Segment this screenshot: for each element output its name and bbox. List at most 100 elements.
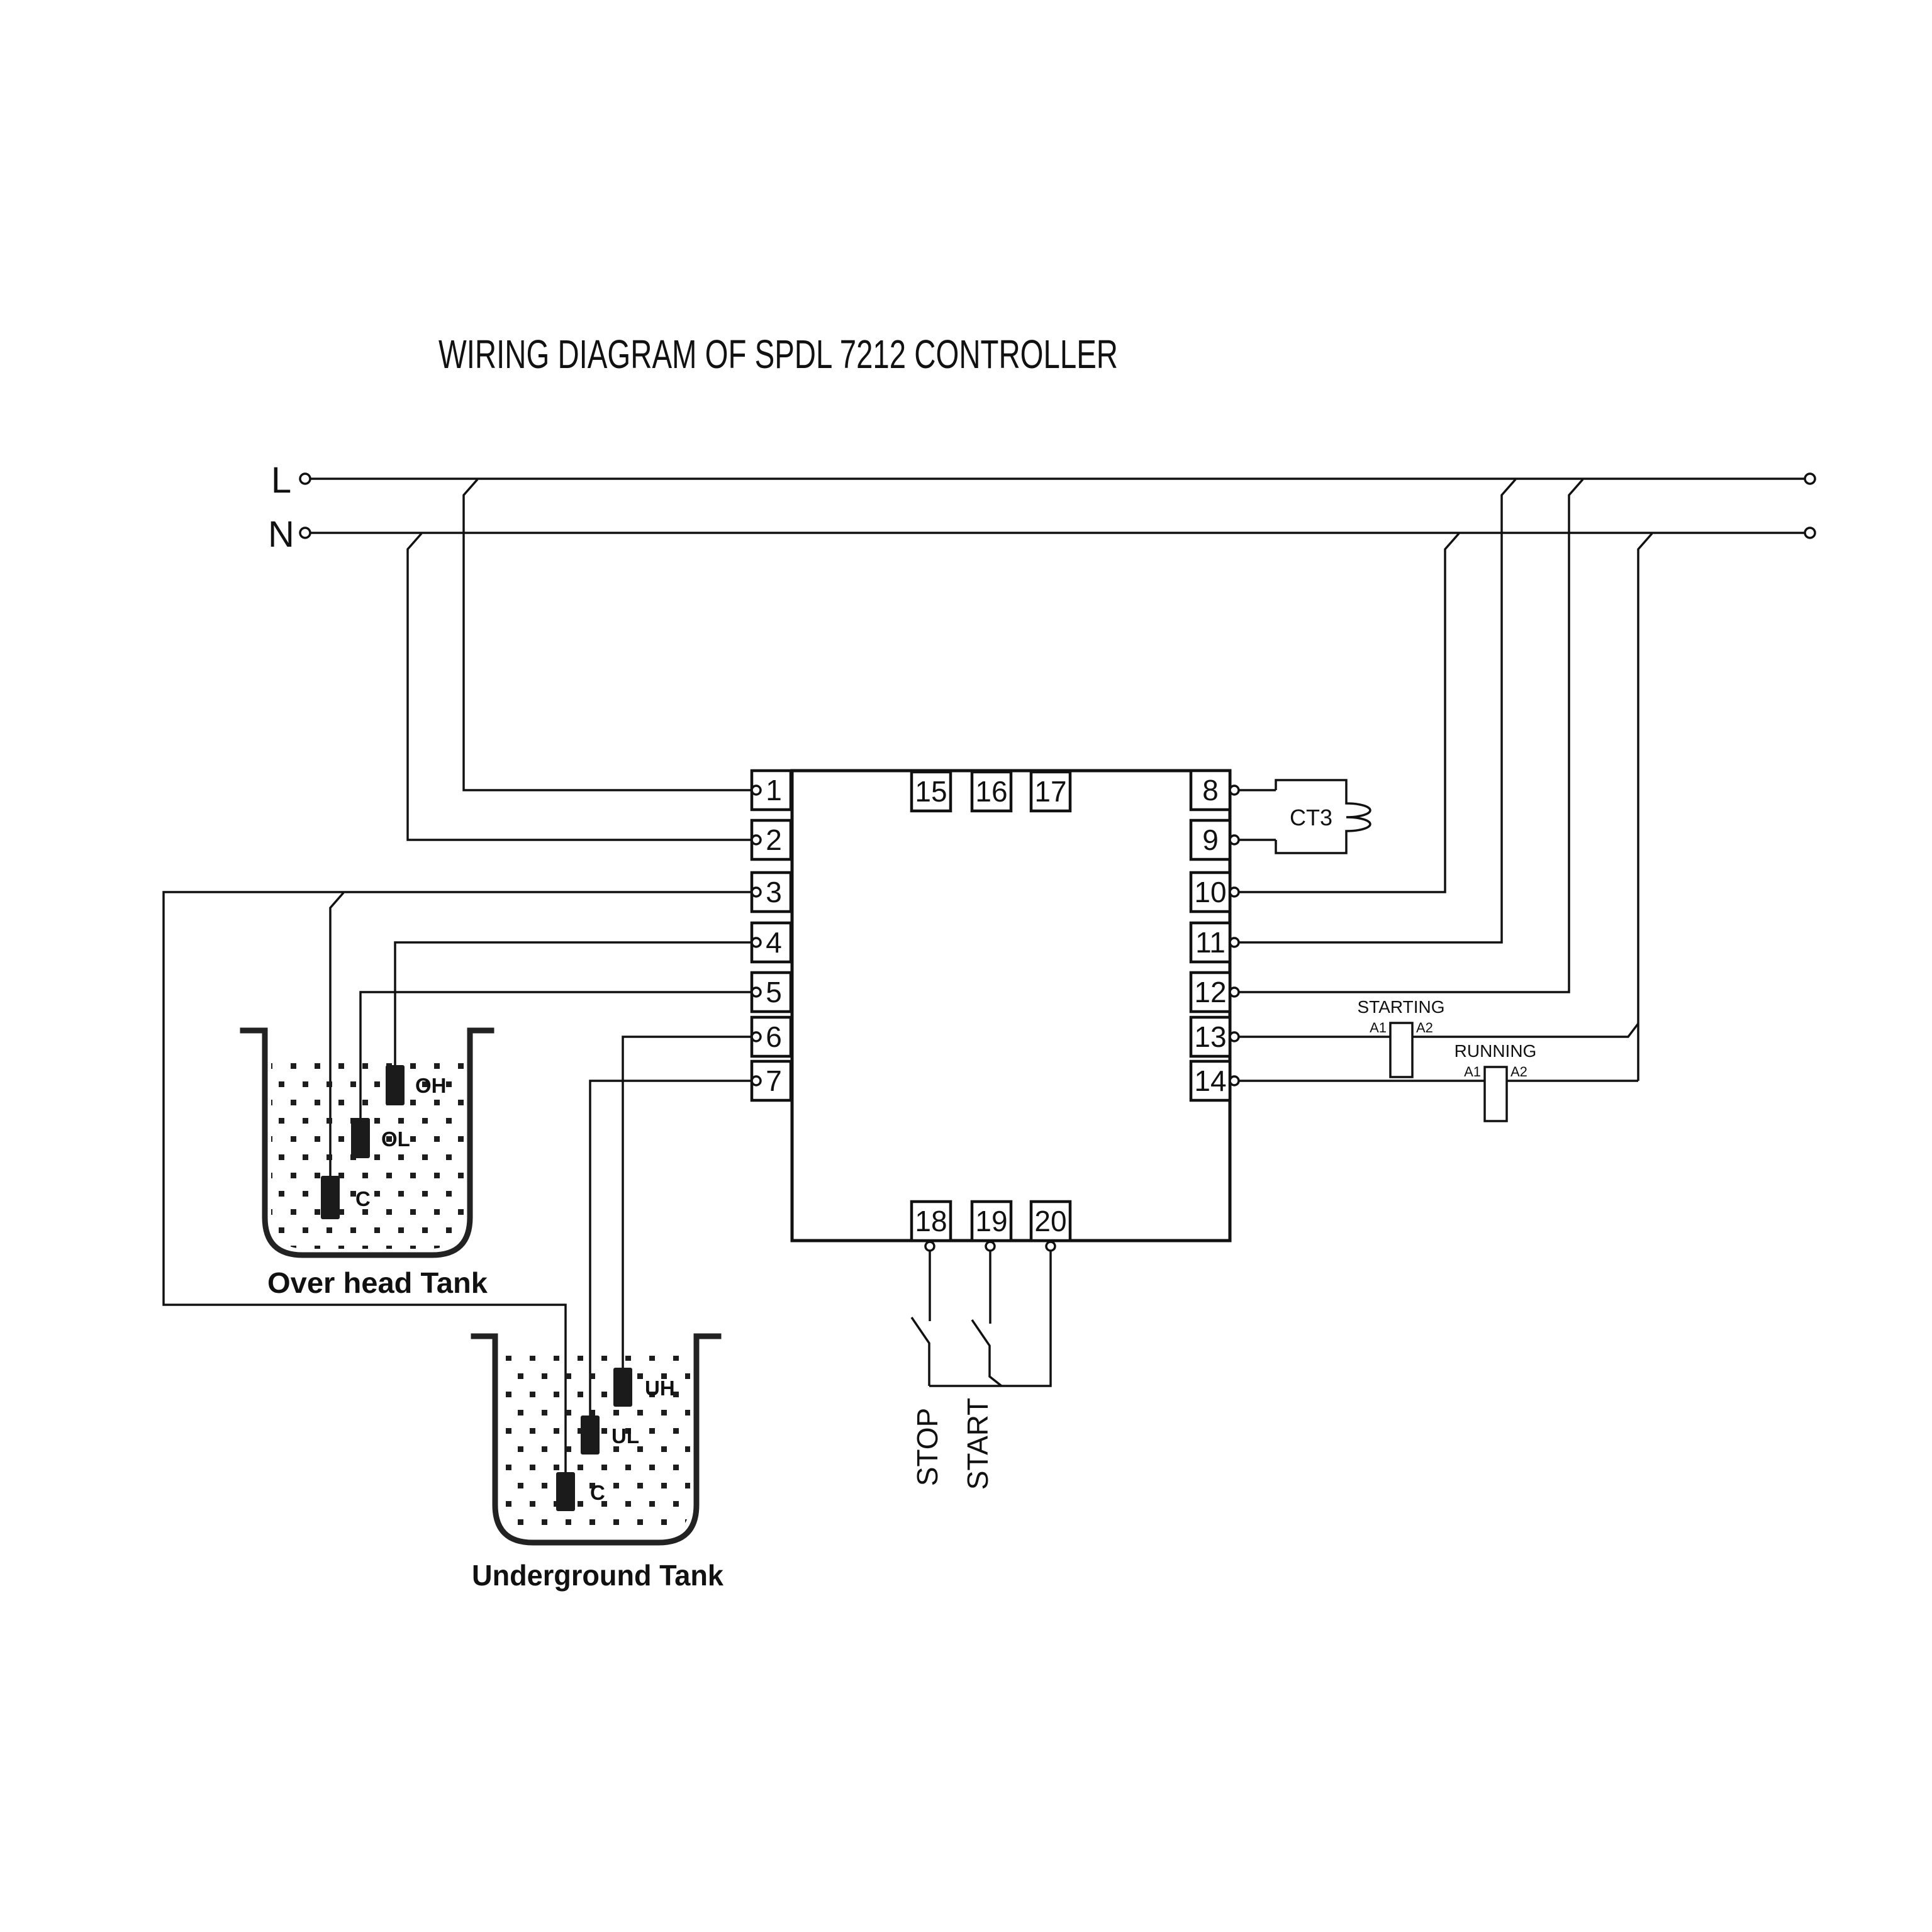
terminal-19-box (970, 1200, 1013, 1242)
wire-terminal7-ul (589, 1080, 751, 1415)
underground-sensor-uh (613, 1368, 632, 1407)
terminal-3-dot (751, 886, 762, 898)
running-coil (1483, 1066, 1508, 1122)
terminal-6-dot (751, 1031, 762, 1042)
terminal-14-number: 14 (1194, 1064, 1226, 1097)
wire-terminal11-live (1239, 478, 1517, 944)
terminal-1-number: 1 (766, 774, 782, 807)
stop-label: STOP (911, 1408, 944, 1486)
underground-uh-label: UH (645, 1376, 675, 1400)
terminal-block-left: 1 2 3 4 5 6 7 (750, 769, 793, 1102)
terminal-8-dot (1229, 785, 1240, 796)
terminal-14-dot (1229, 1075, 1240, 1086)
starting-a2-label: A2 (1416, 1020, 1433, 1036)
terminal-20-dot (1045, 1241, 1056, 1252)
starting-label: STARTING (1358, 997, 1445, 1017)
terminal-block-top: 15 16 17 (910, 770, 1072, 813)
stop-switch (910, 1251, 931, 1386)
terminal-10-dot (1229, 886, 1240, 898)
underground-sensor-c (556, 1472, 575, 1511)
wire-terminal13-starting (1239, 1022, 1639, 1038)
common-return-to-terminal20 (929, 1251, 1052, 1387)
terminal-17-box (1029, 770, 1072, 813)
wire-neutral-drop-coils (1637, 532, 1653, 1081)
diagram-title: WIRING DIAGRAM OF SPDL 7212 CONTROLLER (438, 332, 1118, 377)
controller-box: 1 2 3 4 5 6 7 8 9 10 11 (750, 769, 1240, 1252)
underground-tank: UH UL C Underground Tank (471, 1333, 723, 1592)
terminal-13-number: 13 (1194, 1020, 1226, 1053)
running-a2-label: A2 (1510, 1064, 1527, 1080)
terminal-5-number: 5 (766, 976, 782, 1008)
terminal-2-dot (751, 834, 762, 846)
live-label: L (271, 460, 291, 501)
running-a1-label: A1 (1464, 1064, 1481, 1080)
neutral-label: N (268, 514, 294, 555)
terminal-10-number: 10 (1194, 876, 1226, 908)
terminal-9-dot (1229, 834, 1240, 846)
ct3-label: CT3 (1290, 805, 1332, 830)
neutral-right-terminal-dot (1804, 527, 1816, 539)
terminal-block-bottom: 18 19 20 (910, 1200, 1072, 1252)
terminal-11-dot (1229, 937, 1240, 948)
wire-terminal10-neutral (1239, 532, 1460, 893)
terminal-7-number: 7 (766, 1064, 782, 1097)
power-rails: L N (268, 460, 1816, 555)
running-contactor: RUNNING A1 A2 (1455, 1041, 1537, 1122)
live-left-terminal-dot (299, 472, 311, 485)
overhead-tank: OH OL C Over head Tank (240, 1027, 494, 1299)
terminal-11-box (1189, 921, 1232, 964)
start-label: START (961, 1398, 994, 1490)
overhead-sensor-c (321, 1176, 340, 1219)
pushbutton-circuit: STOP START (910, 1251, 1052, 1490)
terminal-4-number: 4 (766, 926, 782, 959)
running-label: RUNNING (1455, 1041, 1537, 1061)
underground-c-label: C (590, 1481, 605, 1504)
terminal-13-dot (1229, 1031, 1240, 1042)
live-right-terminal-dot (1804, 472, 1816, 485)
terminal-16-box (970, 770, 1013, 813)
terminal-20-box (1029, 1200, 1072, 1242)
overhead-c-label: C (355, 1187, 371, 1210)
terminal-4-dot (751, 937, 762, 948)
terminal-12-number: 12 (1194, 976, 1226, 1008)
starting-contactor: STARTING A1 A2 (1358, 997, 1445, 1078)
ct3-outline (1275, 779, 1371, 854)
terminal-16-number: 16 (975, 775, 1007, 808)
wire-neutral-to-terminal2 (406, 532, 751, 841)
terminal-18-dot (924, 1241, 935, 1252)
terminal-2-number: 2 (766, 824, 782, 856)
overhead-sensor-ol (351, 1118, 370, 1158)
terminal-11-number: 11 (1195, 926, 1226, 959)
underground-tank-label: Underground Tank (472, 1559, 723, 1592)
output-wiring (1239, 478, 1653, 1082)
starting-a1-label: A1 (1370, 1020, 1387, 1036)
wire-terminal6-uh (622, 1036, 751, 1368)
terminal-18-box (910, 1200, 952, 1242)
wire-live-to-terminal1 (462, 478, 751, 791)
starting-coil (1389, 1022, 1414, 1078)
terminal-3-number: 3 (766, 876, 782, 908)
underground-ul-label: UL (611, 1424, 639, 1448)
terminal-9-number: 9 (1202, 824, 1219, 856)
terminal-15-box (910, 770, 952, 813)
overhead-ol-label: OL (381, 1127, 410, 1151)
terminal-20-number: 20 (1034, 1205, 1066, 1237)
start-switch (971, 1251, 1003, 1387)
overhead-sensor-oh (386, 1065, 405, 1105)
terminal-19-number: 19 (975, 1205, 1007, 1237)
terminal-15-number: 15 (915, 775, 947, 808)
overhead-tank-label: Over head Tank (267, 1266, 488, 1299)
terminal-7-dot (751, 1075, 762, 1086)
terminal-1-dot (751, 785, 762, 796)
terminal-6-number: 6 (766, 1020, 782, 1053)
overhead-tank-outline (240, 1027, 494, 1258)
terminal-block-right: 8 9 10 11 12 13 14 (1189, 769, 1240, 1102)
terminal-17-number: 17 (1034, 775, 1066, 808)
wire-terminal4-oh (394, 941, 751, 1065)
terminal-5-dot (751, 986, 762, 998)
terminal-19-dot (985, 1241, 996, 1252)
neutral-left-terminal-dot (299, 527, 311, 539)
terminal-13-box (1189, 1015, 1232, 1058)
